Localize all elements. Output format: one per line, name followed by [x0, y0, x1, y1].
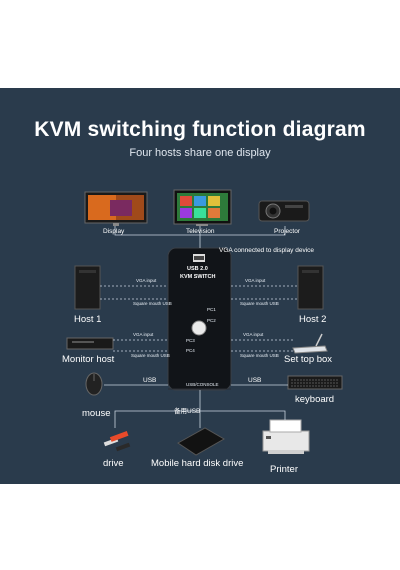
kvm-pc1-label: PC1: [207, 307, 216, 312]
drive-label: drive: [103, 458, 124, 469]
mobile-hdd-label: Mobile hard disk drive: [151, 458, 243, 469]
drive-icon: [104, 431, 131, 451]
display-label: Display: [103, 228, 124, 235]
set-top-box-icon: [293, 334, 327, 353]
host1-icon: [75, 266, 100, 309]
vga-input-label-4: VGA input: [243, 332, 263, 337]
printer-icon: [263, 420, 309, 454]
mouse-label: mouse: [82, 408, 111, 419]
diagram-graphics: [0, 88, 400, 484]
vga-display-label: VGA connected to display device: [219, 247, 314, 254]
monitor-host-label: Monitor host: [62, 354, 114, 365]
square-usb-label-2: Square mouth USB: [240, 301, 279, 306]
square-usb-label-4: Square mouth USB: [240, 353, 279, 358]
kvm-switch-label: KVM SWITCH: [180, 274, 215, 280]
printer-label: Printer: [270, 464, 298, 475]
keyboard-icon: [288, 376, 342, 389]
kvm-console-label: USB/CONSOLE: [186, 382, 219, 387]
diagram-poster: KVM switching function diagram Four host…: [0, 88, 400, 484]
usb-label-keyboard: USB: [248, 377, 261, 384]
keyboard-label: keyboard: [295, 394, 334, 405]
spare-usb-label: 备用USB: [174, 405, 200, 415]
host2-label: Host 2: [299, 314, 326, 325]
vga-input-label-2: VGA input: [245, 278, 265, 283]
square-usb-label-1: Square mouth USB: [133, 301, 172, 306]
kvm-usb-label: USB 2.0: [187, 266, 208, 272]
monitor-host-icon: [67, 338, 113, 349]
projector-icon: [259, 201, 309, 221]
television-icon: [174, 190, 231, 226]
kvm-pc4-label: PC4: [186, 348, 195, 353]
host1-label: Host 1: [74, 314, 101, 325]
kvm-pc2-label: PC2: [207, 318, 216, 323]
mouse-icon: [86, 373, 102, 395]
vga-input-label-1: VGA input: [136, 278, 156, 283]
display-icon: [85, 192, 147, 226]
mobile-hdd-icon: [178, 428, 224, 455]
projector-label: Projector: [274, 228, 300, 235]
set-top-box-label: Set top box: [284, 354, 332, 365]
vga-input-label-3: VGA input: [133, 332, 153, 337]
host2-icon: [298, 266, 323, 309]
usb-label-mouse: USB: [143, 377, 156, 384]
television-label: Television: [186, 228, 215, 235]
square-usb-label-3: Square mouth USB: [131, 353, 170, 358]
kvm-pc3-label: PC3: [186, 338, 195, 343]
